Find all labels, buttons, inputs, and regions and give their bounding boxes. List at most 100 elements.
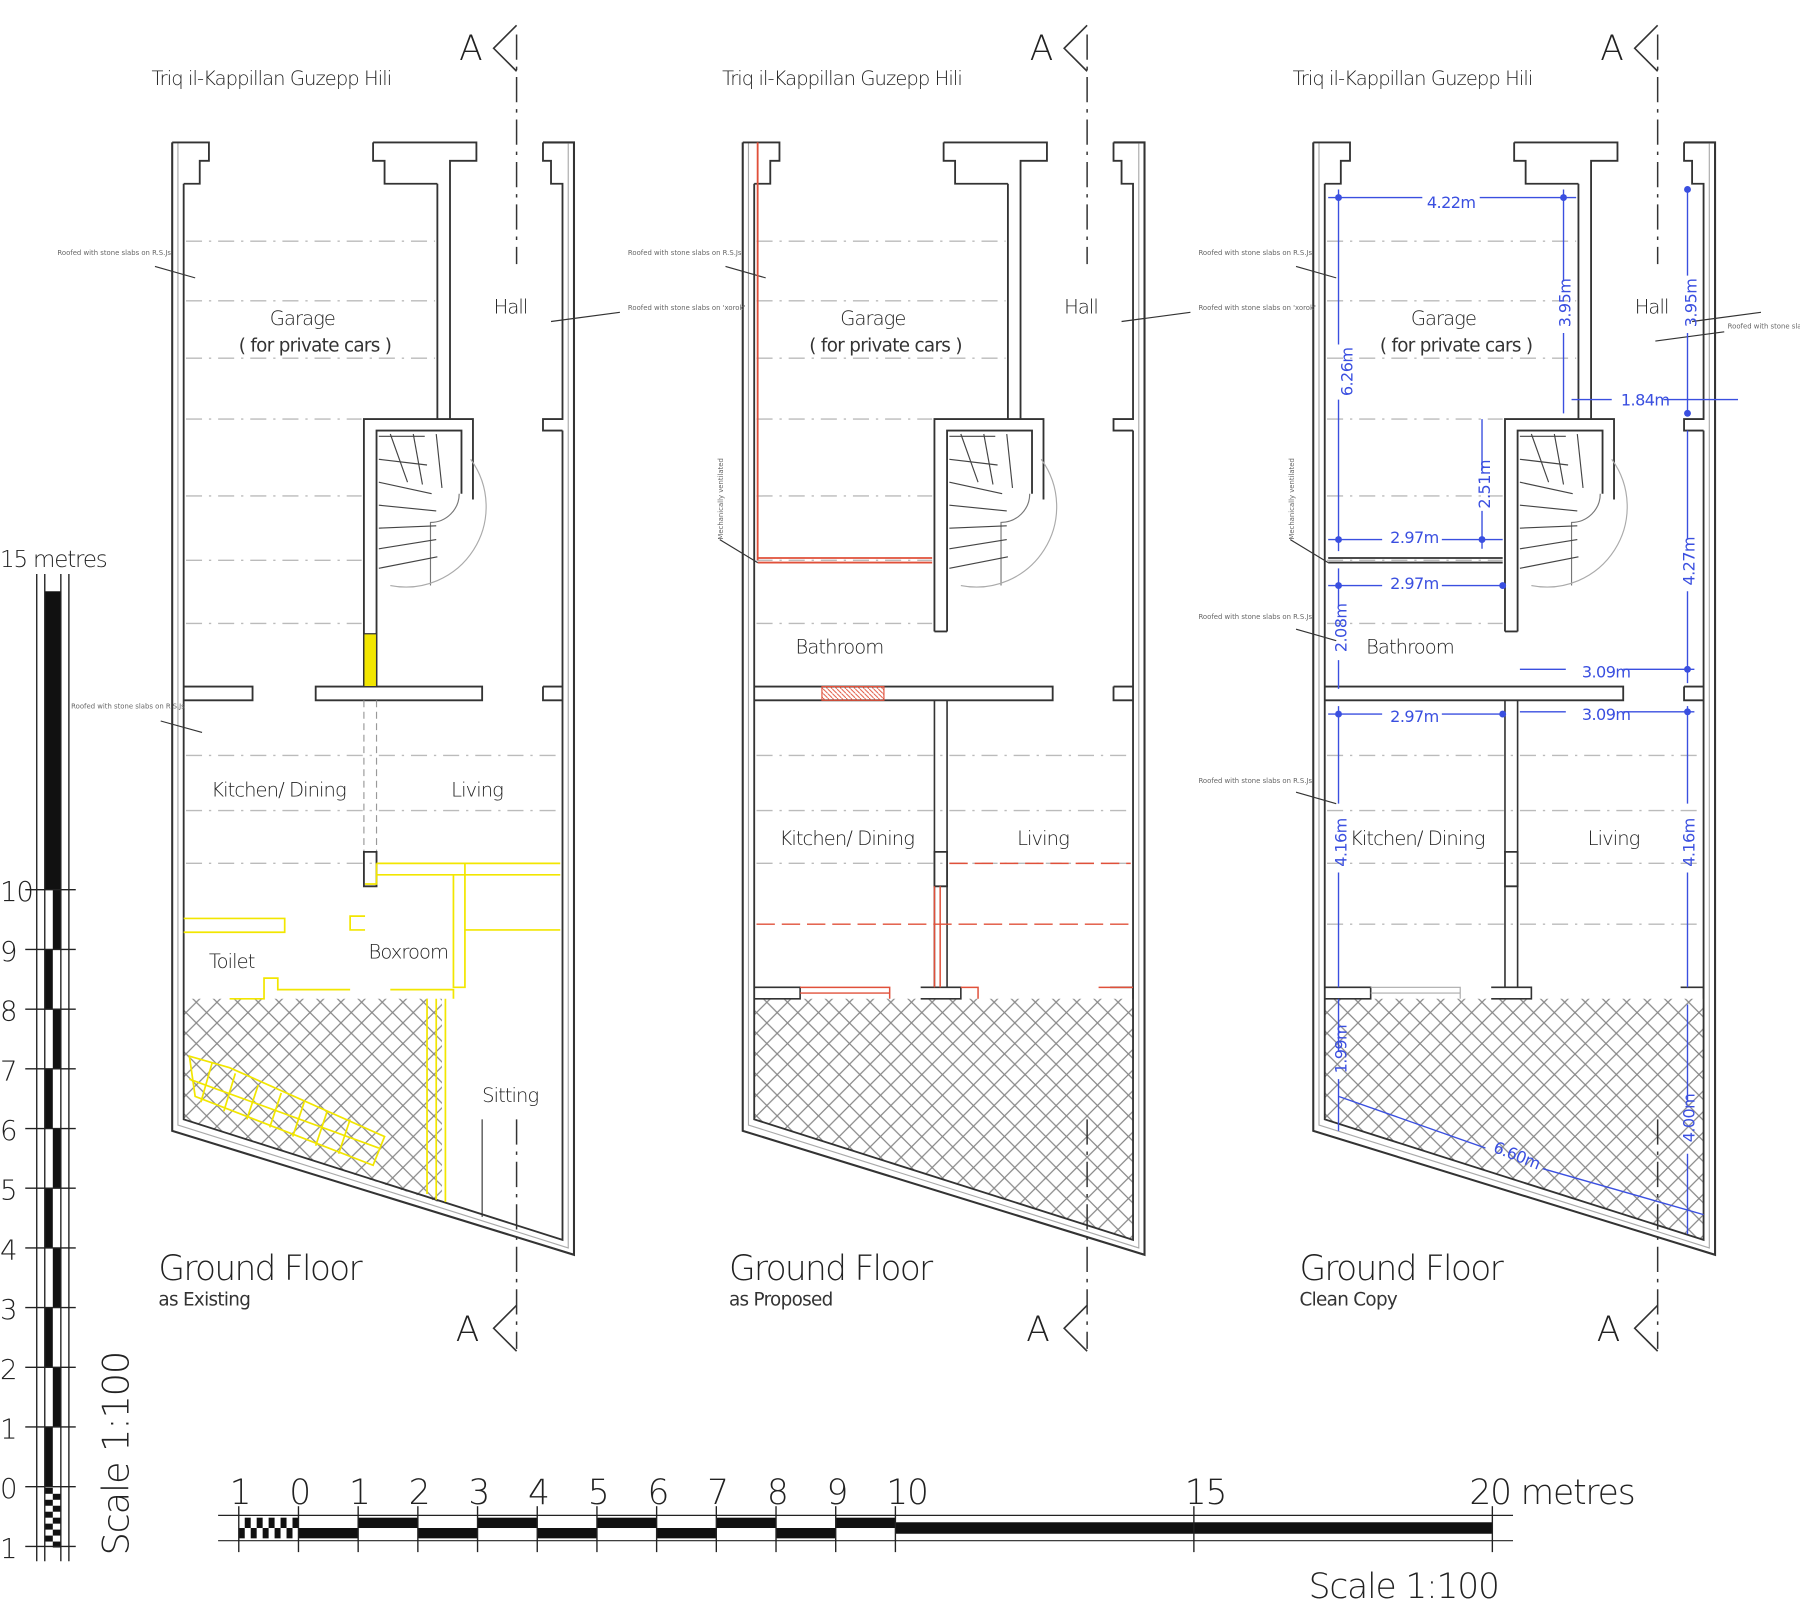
scale-segment (44, 1307, 53, 1368)
scale-tick-label: 1 (0, 1413, 16, 1445)
scale-segment (835, 1517, 896, 1529)
scale-tick-label: 8 (0, 996, 16, 1028)
room-label-living: Living (451, 779, 503, 802)
yard-hatch (1324, 998, 1704, 1240)
scale-tick-label: 1 (230, 1473, 251, 1513)
room-label-kitchen: Kitchen/ Dining (779, 827, 914, 850)
dimension-label: 1.84m (1621, 390, 1670, 409)
scale-segment (280, 1517, 287, 1529)
inner-wall (1323, 183, 1705, 1242)
leader-line (719, 539, 758, 564)
section-marker-bottom: A (1026, 1310, 1050, 1350)
existing-wall-fill (363, 633, 378, 688)
scale-segment (44, 1426, 53, 1487)
note-ventilated: Mechanically ventilated (1288, 458, 1296, 540)
front-pillar (742, 141, 781, 185)
dimension-label: 1.99m (1332, 1025, 1351, 1074)
inner-wall (182, 183, 564, 1242)
front-pillar (1313, 141, 1351, 185)
room-label-kitchen: Kitchen/ Dining (211, 779, 346, 802)
bathroom-wall (1328, 557, 1503, 564)
section-arrow-icon (492, 1304, 518, 1352)
room-label-hall: Hall (1064, 295, 1098, 318)
street-name: Triq il-Kappillan Guzepp Hili (722, 67, 962, 90)
stair-tread (389, 433, 409, 483)
stair-tread (435, 433, 443, 489)
dimension-tick (1335, 536, 1342, 544)
note-roof: Roofed with stone slabs on R.S.Js (1198, 249, 1312, 257)
plan-title: Ground Floor (158, 1249, 363, 1289)
dimension-label: 3.95m (1682, 279, 1701, 328)
room-sublabel-garage: ( for private cars ) (1380, 335, 1533, 356)
section-marker-top: A (1600, 29, 1624, 69)
outer-wall-inner (177, 142, 569, 1249)
scale-segment (477, 1517, 538, 1529)
stair-handrail (429, 493, 460, 586)
stair-tread (1519, 481, 1573, 495)
scale-segment (268, 1517, 275, 1529)
vertical-scale-label: 15 metres (0, 547, 107, 573)
stair-tread (1519, 539, 1578, 550)
leader-line (1655, 331, 1725, 342)
inner-wall (753, 183, 1134, 1242)
scale-tick-label: 4 (528, 1473, 549, 1513)
stair-tread (378, 481, 432, 495)
stair-tread (378, 539, 437, 550)
scale-segment (52, 1128, 61, 1189)
yard-hatch (183, 998, 442, 1204)
scale-tick-label: 4 (0, 1234, 16, 1266)
scale-segment (358, 1517, 418, 1529)
dimension-label: 3.09m (1582, 705, 1631, 724)
rear-wall (1324, 886, 1705, 1000)
scale-tick-label: 10 (0, 876, 33, 908)
section-arrow-icon (1633, 1304, 1659, 1352)
scale-tick-label: 0 (0, 1473, 16, 1505)
stair-tread (1519, 458, 1569, 466)
note-roof: Roofed with stone slabs on R.S.Js (628, 249, 742, 257)
proposed-opening (821, 685, 885, 701)
garage-wall (942, 141, 1048, 420)
hall-wall (1683, 141, 1716, 432)
stair-tread (949, 458, 998, 466)
scale-segment (52, 1541, 61, 1548)
dimension-label: 2.51m (1475, 460, 1494, 509)
proposed-wall (800, 986, 1134, 999)
note-roof-xorok: Roofed with stone slabs on 'xorok' (628, 304, 746, 312)
stair-handrail (1570, 493, 1601, 586)
stair-tread (1530, 433, 1550, 483)
note-roof-xorok: Roofed with stone slabs on 'xorok' (1728, 322, 1800, 330)
stair-walkline (1531, 458, 1628, 588)
scale-tick-label: 15 (1185, 1473, 1227, 1513)
scale-segment (596, 1517, 657, 1529)
leader-line (725, 265, 766, 279)
dimension-tick (1335, 582, 1342, 589)
leader-line (1295, 265, 1337, 279)
scale-segment (656, 1528, 717, 1539)
dimension-label: 2.08m (1332, 604, 1351, 653)
dimension-tick (1684, 665, 1691, 673)
street-name: Triq il-Kappillan Guzepp Hili (1293, 67, 1533, 90)
stair-tread (1519, 525, 1578, 529)
hall-pillar (1112, 685, 1134, 702)
stair-walkline (960, 458, 1058, 588)
scale-tick-label: 6 (647, 1473, 668, 1513)
stair-handrail (1000, 493, 1031, 586)
existing-stair (188, 1055, 386, 1167)
partition-wall (933, 700, 948, 852)
note-roof: Roofed with stone slabs on R.S.Js (57, 249, 171, 257)
leader-line (550, 311, 620, 323)
scale-segment (256, 1517, 263, 1529)
plan-as-existing-labels: Triq il-Kappillan Guzepp Hili A A Garage… (57, 29, 745, 1350)
plan-as-proposed-labels: Triq il-Kappillan Guzepp Hili A A Garage… (628, 29, 1316, 1350)
plan-clean-copy-labels: Triq il-Kappillan Guzepp Hili A A Garage… (1198, 29, 1800, 1350)
stair-tread (378, 504, 437, 512)
section-marker-top: A (1030, 29, 1054, 69)
scale-tick-label: 1 (0, 1533, 16, 1565)
dimension-label: 2.97m (1390, 707, 1439, 726)
dimension-label: 4.27m (1679, 537, 1698, 586)
scale-segment (44, 1499, 53, 1506)
stair-tread (412, 433, 424, 485)
scale-segment (44, 1188, 53, 1248)
